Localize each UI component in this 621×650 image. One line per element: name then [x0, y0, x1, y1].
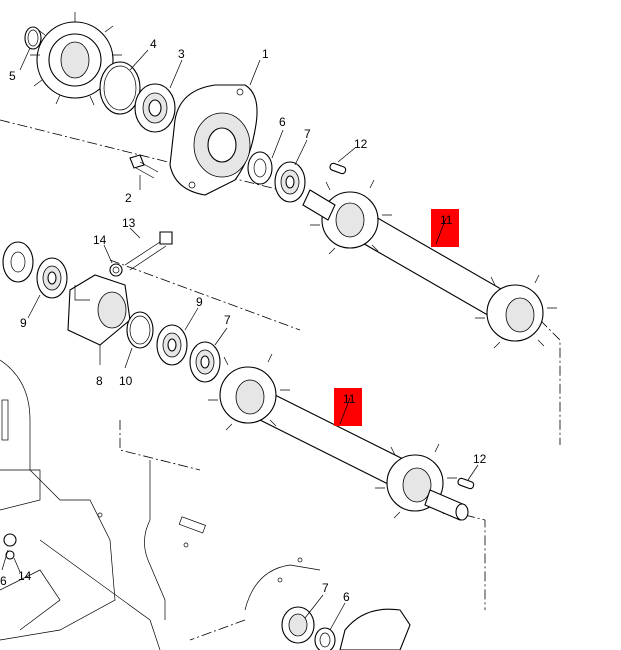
- machine-frame: [0, 359, 303, 650]
- callout-10: 10: [119, 374, 133, 388]
- sprocket-lower-left: [208, 353, 290, 431]
- highlight-box-part-11-lower: [334, 388, 362, 426]
- callout-6-left: 6: [0, 574, 7, 588]
- assembly-centerlines: [0, 119, 561, 641]
- bearing-9b: [156, 324, 188, 366]
- shaft-11-upper: [302, 179, 557, 349]
- callout-8: 8: [96, 374, 103, 388]
- bearing-9a: [36, 257, 68, 299]
- callout-14-lower: 14: [18, 569, 32, 583]
- callout-11-lower: 11: [343, 392, 356, 406]
- highlight-box-part-11-upper: [431, 209, 459, 247]
- washer-left: [2, 241, 34, 283]
- callout-2: 2: [125, 191, 132, 205]
- callout-1: 1: [262, 47, 269, 61]
- bolt-13: [124, 231, 173, 271]
- callout-7-upper: 7: [304, 127, 311, 141]
- leader-11-lower: [339, 397, 351, 425]
- callout-3: 3: [178, 47, 185, 61]
- bearing-3: [134, 83, 176, 133]
- flange-housing-1: [169, 84, 258, 196]
- callout-5: 5: [9, 69, 16, 83]
- bearing-7b: [189, 341, 221, 383]
- callout-6-lower: 6: [343, 590, 350, 604]
- washer-6a: [247, 151, 273, 185]
- drive-sprocket: [30, 12, 122, 106]
- snap-ring-5: [24, 26, 42, 50]
- callout-11-upper: 11: [440, 213, 453, 227]
- callout-6-upper: 6: [279, 115, 286, 129]
- callout-9-left: 9: [20, 316, 27, 330]
- leader-lines: [1, 47, 479, 631]
- shaft-11-lower: [208, 353, 469, 521]
- callout-13: 13: [122, 216, 136, 230]
- leader-11-upper: [435, 217, 447, 245]
- callout-12-upper: 12: [354, 137, 368, 151]
- callout-14-upper: 14: [93, 233, 107, 247]
- sprocket-upper-right: [475, 274, 557, 349]
- sprocket-upper-left: [310, 179, 392, 255]
- callout-12-lower: 12: [473, 452, 487, 466]
- lower-flange: [244, 564, 411, 650]
- bearing-housing-8: [67, 274, 131, 346]
- key-12b: [457, 477, 475, 490]
- callout-4: 4: [150, 37, 157, 51]
- key-12a: [329, 162, 347, 175]
- bearing-7a: [274, 161, 306, 203]
- snap-ring-10: [126, 311, 154, 349]
- snap-ring-4: [99, 61, 141, 115]
- bolt-2: [129, 154, 159, 179]
- callout-7-mid: 7: [224, 313, 231, 327]
- callout-7-lower: 7: [322, 581, 329, 595]
- callout-9-mid: 9: [196, 295, 203, 309]
- nut-14a: [109, 263, 123, 277]
